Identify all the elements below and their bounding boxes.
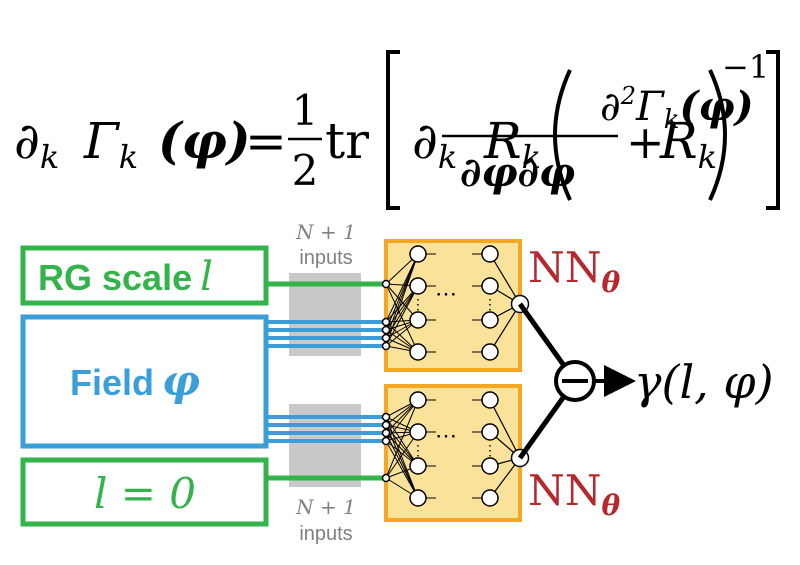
eq-partial-k: ∂k bbox=[14, 112, 59, 176]
bottom-network-edge bbox=[385, 431, 419, 479]
bottom-network-input-node bbox=[381, 420, 391, 430]
top-network-hidden-node bbox=[481, 277, 499, 295]
l-zero-label: l = 0 bbox=[94, 469, 196, 518]
top-network-edge bbox=[385, 253, 419, 347]
eq-hessian-denominator: ∂φ∂φ bbox=[460, 149, 575, 196]
top-network-hidden-node bbox=[409, 245, 427, 263]
top-network-hidden-node bbox=[481, 245, 499, 263]
top-network-input-node bbox=[381, 317, 391, 327]
l-zero-box bbox=[20, 457, 269, 527]
top-network-edge bbox=[489, 303, 521, 353]
bottom-inputs-count: N + 1 bbox=[295, 495, 356, 519]
bottom-network-input-node bbox=[381, 473, 391, 483]
bottom-network-hidden-ellipsis: ⋯ bbox=[435, 424, 457, 449]
bottom-network-hidden-node bbox=[481, 489, 499, 507]
eq-frac-numerator: 1 bbox=[292, 86, 319, 135]
bottom-network-hidden-node bbox=[409, 391, 427, 409]
eq-regulator: Rk bbox=[483, 112, 541, 176]
top-network-hidden-node bbox=[481, 311, 499, 329]
bottom-network-hidden-node bbox=[409, 423, 427, 441]
top-network-vdots: ⋮ bbox=[483, 297, 497, 313]
field-box bbox=[20, 314, 269, 449]
eq-plus: + bbox=[626, 115, 665, 169]
eq-frac-denominator: 2 bbox=[292, 146, 319, 195]
top-network-hidden-node bbox=[481, 343, 499, 361]
top-inputs-count: N + 1 bbox=[295, 220, 356, 244]
top-network-hidden-ellipsis: ⋯ bbox=[435, 282, 457, 307]
top-network-edge bbox=[385, 253, 419, 323]
eq-left-bracket bbox=[386, 50, 400, 210]
bottom-network-hidden-node bbox=[409, 457, 427, 475]
bottom-network-vdots: ⋮ bbox=[483, 443, 497, 459]
bottom-network-input-node bbox=[381, 436, 391, 446]
bottom-network-edge bbox=[385, 424, 419, 499]
input-lines bbox=[266, 281, 386, 481]
rg-scale-box bbox=[20, 245, 269, 306]
top-network-hidden-node bbox=[409, 311, 427, 329]
eq-lhs-arg: (φ) bbox=[158, 111, 251, 170]
top-network-input-node bbox=[381, 333, 391, 343]
bottom-network-hidden-node bbox=[409, 489, 427, 507]
eq-regulator-2: Rk bbox=[659, 112, 717, 176]
flow-equation: ∂k Γk (φ) = 1 2 tr ∂k Rk ∂2Γk(φ) ∂φ∂φ + … bbox=[14, 48, 780, 210]
top-input-panel bbox=[289, 273, 361, 356]
eq-trace: tr bbox=[325, 112, 369, 170]
bottom-network-edge bbox=[385, 440, 419, 499]
eq-equals: = bbox=[245, 112, 287, 170]
top-network-input-node bbox=[381, 325, 391, 335]
bottom-network-edge bbox=[385, 399, 419, 479]
bottom-network-input-node bbox=[381, 428, 391, 438]
top-network-hidden-node bbox=[409, 343, 427, 361]
top-inputs-label: inputs bbox=[299, 247, 352, 269]
eq-right-paren bbox=[708, 69, 727, 201]
bottom-network-edge bbox=[489, 399, 521, 459]
top-network-label: NNθ bbox=[528, 243, 621, 299]
bottom-network-input-node bbox=[381, 412, 391, 422]
eq-exponent: −1 bbox=[722, 48, 769, 86]
eq-gamma-k: Γk bbox=[83, 112, 138, 176]
top-network-edge bbox=[489, 253, 521, 305]
top-network-vdots: ⋮ bbox=[411, 297, 425, 313]
bottom-network-hidden-node bbox=[481, 457, 499, 475]
bottom-network-edge bbox=[385, 416, 419, 499]
output-gamma-label: γ(l, φ) bbox=[634, 355, 774, 409]
top-network-edge bbox=[385, 285, 419, 347]
top-network-input-node bbox=[381, 341, 391, 351]
top-network-graph: ⋮⋮ bbox=[381, 245, 530, 361]
top-network-input-node bbox=[381, 279, 391, 289]
top-network-edge bbox=[385, 283, 419, 353]
bottom-network-edge bbox=[385, 416, 419, 467]
eq-right-bracket bbox=[766, 50, 780, 210]
eq-partial-k-inner: ∂k bbox=[412, 112, 457, 176]
top-network-hidden-node bbox=[409, 277, 427, 295]
eq-hessian-numerator: ∂2Γk(φ) bbox=[600, 82, 754, 135]
bottom-inputs-label: inputs bbox=[299, 523, 352, 545]
bottom-network-edge bbox=[385, 432, 419, 499]
bottom-network-label: NNθ bbox=[528, 466, 621, 522]
bottom-network-hidden-node bbox=[481, 423, 499, 441]
bottom-network-vdots: ⋮ bbox=[411, 443, 425, 459]
bottom-network-hidden-node bbox=[481, 391, 499, 409]
